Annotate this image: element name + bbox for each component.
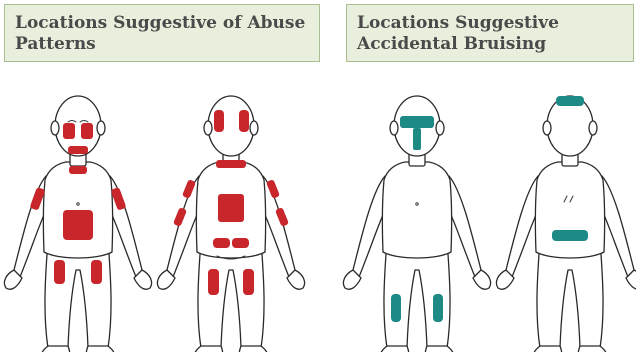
bruise-thigh-left [54, 260, 65, 284]
bruise-buttock-left [213, 238, 230, 248]
accidental-back-figure [496, 96, 636, 352]
bruise-head-back-left [214, 110, 224, 132]
bruise-shin-right [433, 294, 443, 322]
bruise-mouth [68, 146, 88, 154]
body-diagram [0, 64, 636, 352]
bruise-cheek-left [63, 123, 75, 139]
abuse-front-figure [4, 96, 151, 352]
bruise-back [218, 194, 244, 222]
accidental-front-figure [343, 96, 490, 352]
abuse-patterns-title: Locations Suggestive of Abuse Patterns [4, 4, 320, 62]
bruise-head-back-right [239, 110, 249, 132]
abuse-back-figure [157, 96, 304, 352]
bruise-shoulders [216, 160, 246, 168]
bruise-thigh-back-left [208, 269, 219, 295]
bruise-thigh-back-right [243, 269, 254, 295]
bruise-shin-left [391, 294, 401, 322]
bruise-thigh-right [91, 260, 102, 284]
bruise-forehead [400, 116, 434, 128]
accidental-bruising-title: Locations Suggestive Accidental Bruising [346, 4, 634, 62]
bruise-cheek-right [81, 123, 93, 139]
bruise-neck [69, 166, 87, 174]
bruise-back-of-head [556, 96, 584, 106]
bruise-buttock-right [232, 238, 249, 248]
bruise-nose [413, 128, 421, 150]
bruise-lower-back [552, 230, 588, 241]
bruise-abdomen [63, 210, 93, 240]
